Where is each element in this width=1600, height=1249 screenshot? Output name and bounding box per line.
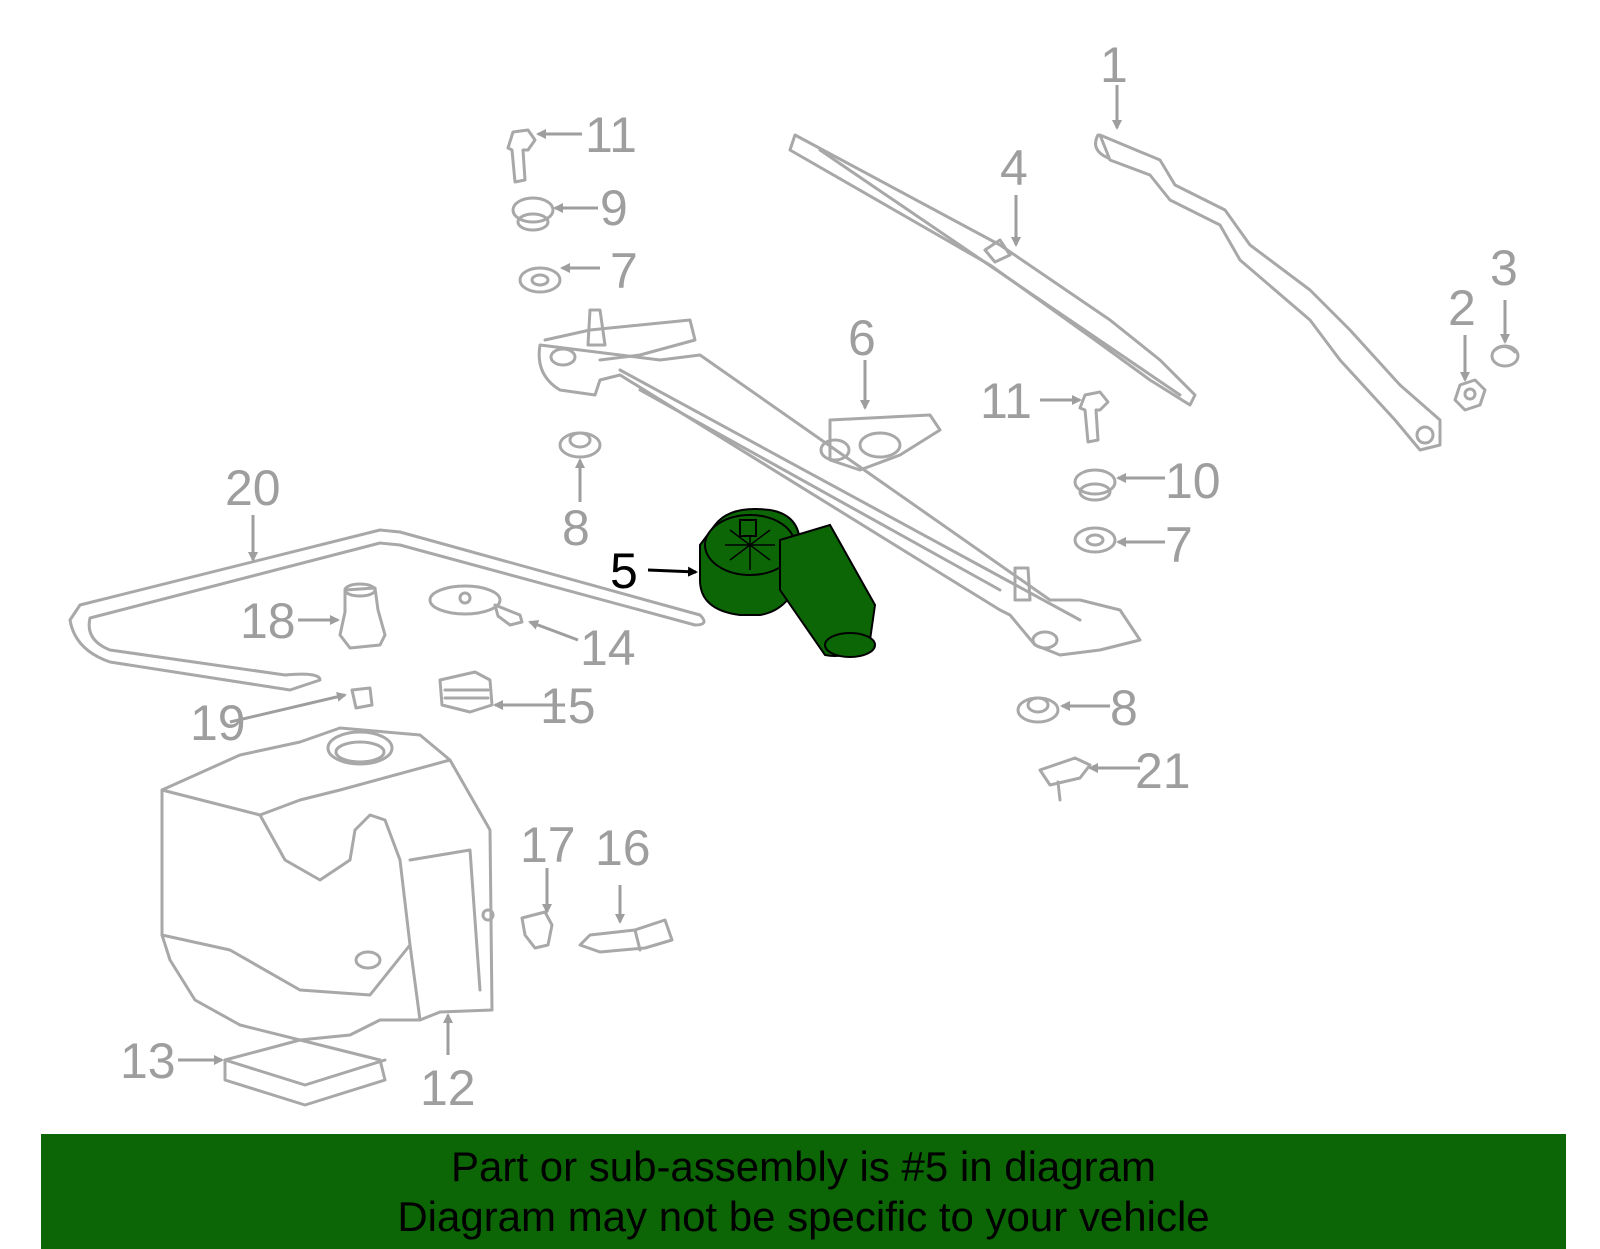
washer-hose-part-20[interactable] <box>68 528 706 692</box>
filter-part-15[interactable] <box>438 670 494 714</box>
nozzle-part-21[interactable] <box>1038 756 1092 802</box>
pump-grommet-part-17[interactable] <box>520 910 554 950</box>
wiper-motor-part-5[interactable] <box>699 508 877 658</box>
callout-6: 6 <box>848 310 876 366</box>
bolt-part-11-upper[interactable] <box>506 128 537 184</box>
callout-11-upper: 11 <box>585 107 637 163</box>
banner-line-1: Part or sub-assembly is #5 in diagram <box>451 1143 1156 1190</box>
cap-part-14[interactable] <box>428 584 524 627</box>
cap-part-3[interactable] <box>1490 344 1520 368</box>
callout-11-lower: 11 <box>980 373 1032 429</box>
grommet-part-8-upper[interactable] <box>558 431 602 459</box>
callout-8-upper: 8 <box>562 500 590 556</box>
callout-4: 4 <box>1000 140 1028 196</box>
washer-part-7-upper[interactable] <box>518 266 562 294</box>
callout-7-upper: 7 <box>610 243 638 299</box>
grommet-part-9[interactable] <box>511 196 555 232</box>
wiper-blade-part-4[interactable] <box>788 133 1197 407</box>
connector-part-16[interactable] <box>578 918 674 954</box>
grommet-part-10[interactable] <box>1073 468 1117 502</box>
callout-19: 19 <box>190 695 246 751</box>
callout-7-lower: 7 <box>1165 517 1193 573</box>
callout-1: 1 <box>1100 37 1128 93</box>
callout-15: 15 <box>540 678 596 734</box>
info-banner: Part or sub-assembly is #5 in diagram Di… <box>41 1134 1566 1249</box>
wiper-linkage-part-6[interactable] <box>537 308 1142 657</box>
callout-18: 18 <box>240 593 296 649</box>
washer-part-7-lower[interactable] <box>1073 526 1117 554</box>
callout-5: 5 <box>610 543 638 599</box>
callout-2: 2 <box>1448 280 1476 336</box>
grommet-part-8-lower[interactable] <box>1016 696 1060 724</box>
callout-8-lower: 8 <box>1110 680 1138 736</box>
callout-10: 10 <box>1165 453 1221 509</box>
pump-part-18[interactable] <box>338 582 387 650</box>
callout-3: 3 <box>1490 240 1518 296</box>
callout-12: 12 <box>420 1060 476 1116</box>
washer-reservoir-part-12[interactable] <box>160 726 495 1042</box>
callout-21: 21 <box>1135 743 1191 799</box>
callout-13: 13 <box>120 1033 176 1089</box>
callout-20: 20 <box>225 460 281 516</box>
bolt-part-11-lower[interactable] <box>1078 390 1110 444</box>
callout-9: 9 <box>600 180 628 236</box>
callout-17: 17 <box>520 817 576 873</box>
nut-part-2[interactable] <box>1453 378 1487 412</box>
banner-line-2: Diagram may not be specific to your vehi… <box>397 1193 1210 1240</box>
callout-16: 16 <box>595 820 651 876</box>
callout-14: 14 <box>580 620 636 676</box>
callout-arrows <box>178 85 1510 1065</box>
wiper-arm-part-1[interactable] <box>1094 133 1442 452</box>
pad-part-13[interactable] <box>223 1038 387 1107</box>
grommet-part-19[interactable] <box>350 686 374 710</box>
